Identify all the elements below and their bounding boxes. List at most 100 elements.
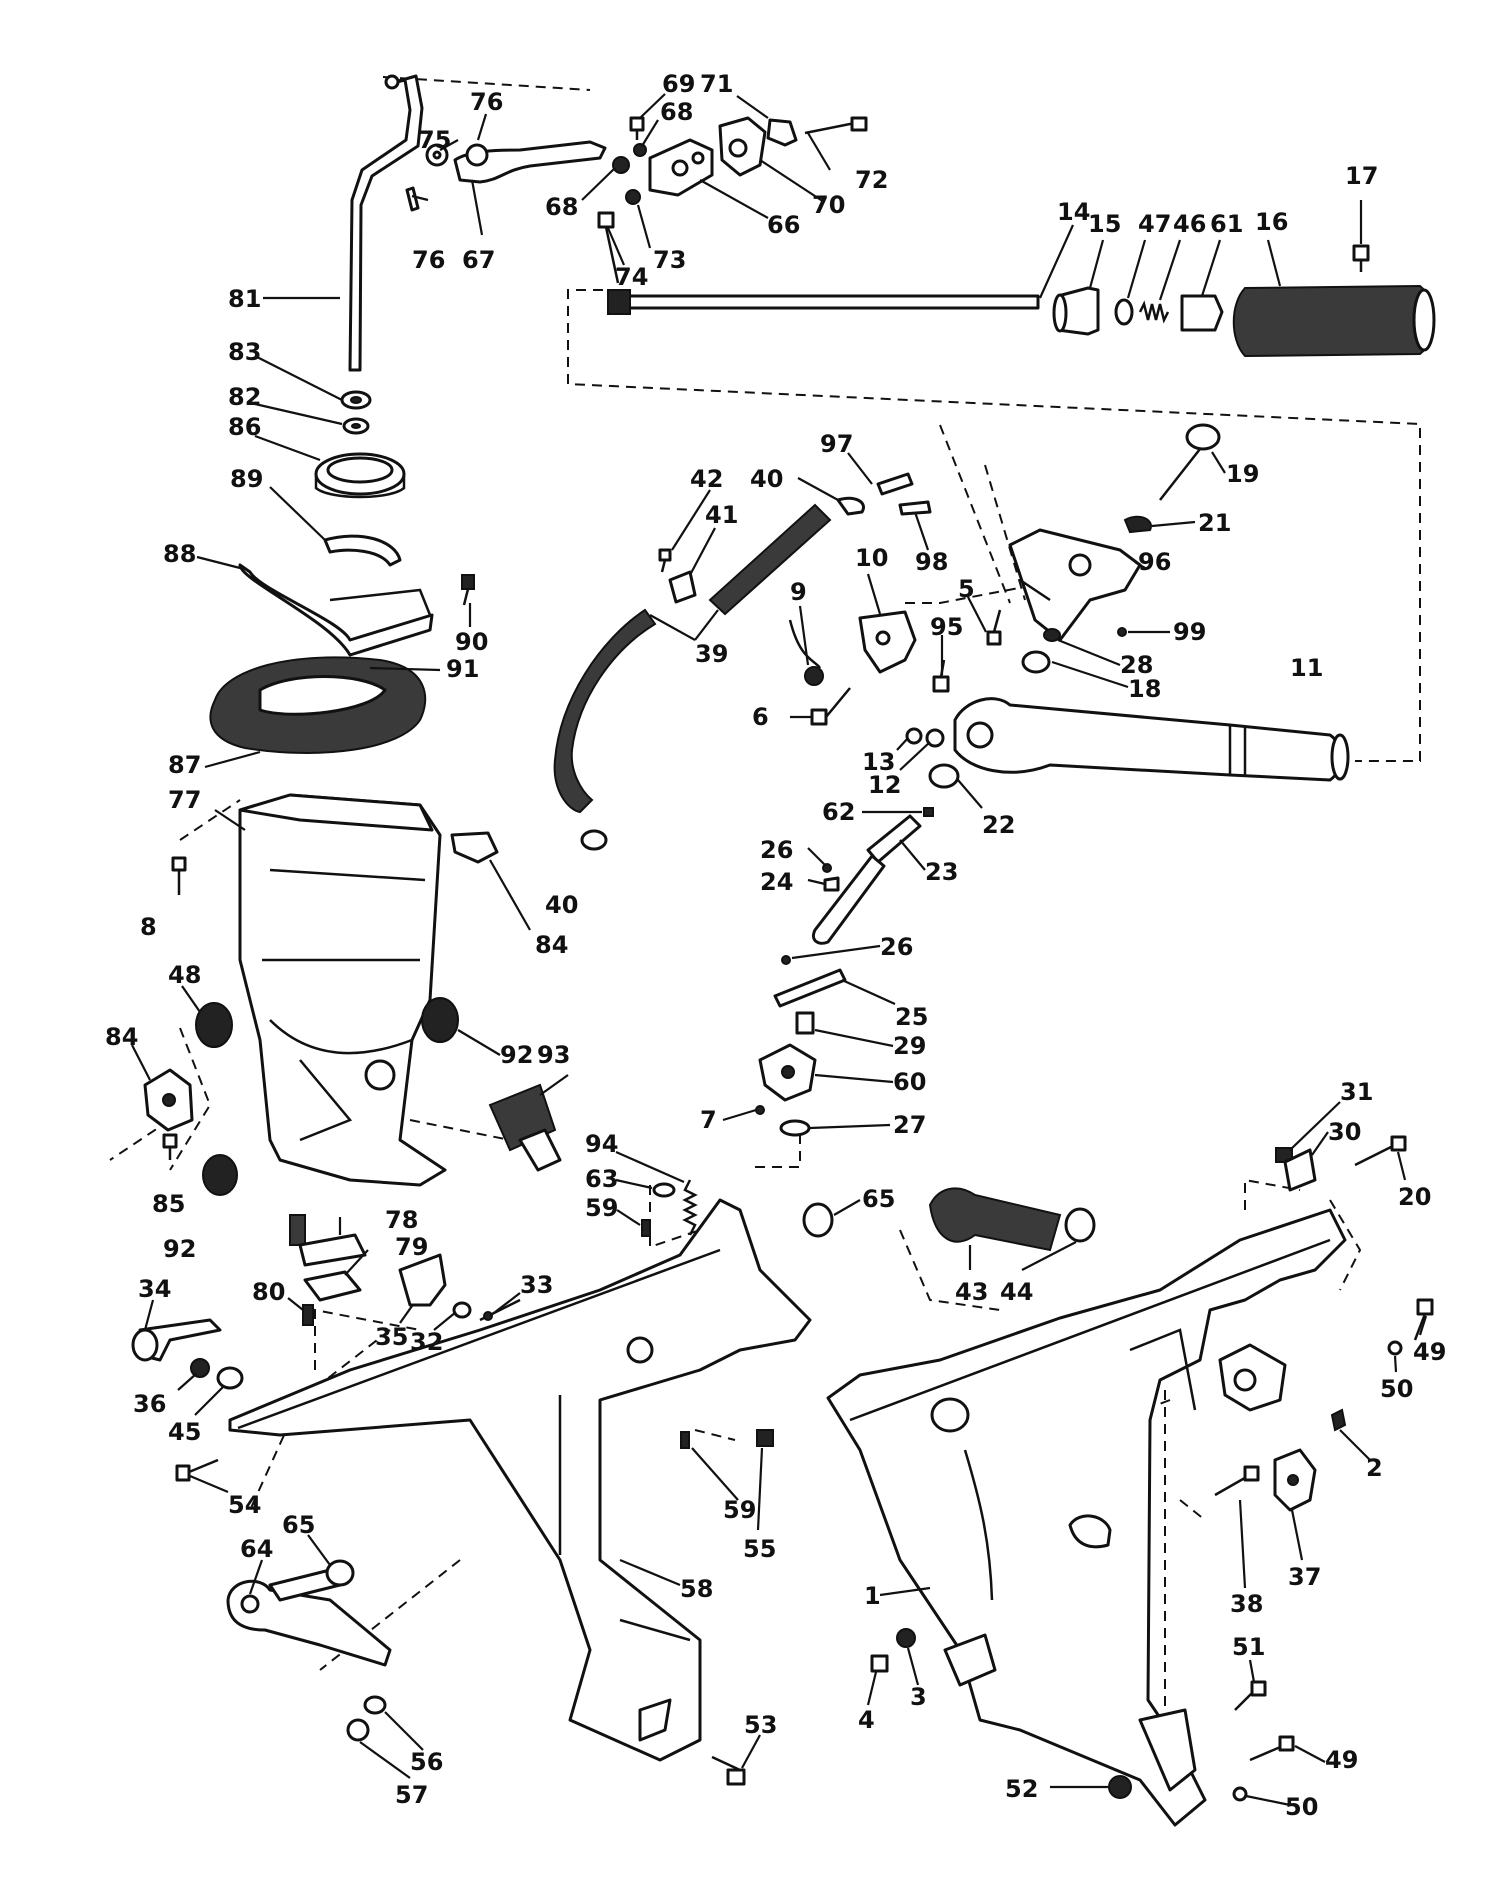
retainer-89 <box>323 534 402 567</box>
screw-80 <box>302 1304 314 1326</box>
callout-50-lower: 50 <box>1285 1793 1318 1821</box>
plate-84-upper <box>450 831 499 864</box>
callout-24: 24 <box>760 868 793 896</box>
callout-42: 42 <box>690 465 723 493</box>
callout-43: 43 <box>955 1278 988 1306</box>
callout-22: 22 <box>982 811 1015 839</box>
bracket-37 <box>1273 1448 1317 1512</box>
callout-68-upper: 68 <box>660 98 693 126</box>
callout-96: 96 <box>1138 548 1171 576</box>
callout-36: 36 <box>133 1390 166 1418</box>
spring-28 <box>1043 628 1061 642</box>
screw-85 <box>162 1133 178 1160</box>
callout-90: 90 <box>455 628 488 656</box>
callout-6: 6 <box>752 703 769 731</box>
callout-31: 31 <box>1340 1078 1373 1106</box>
link-25 <box>773 968 847 1008</box>
mount-92-upper <box>421 997 459 1043</box>
callout-25: 25 <box>895 1003 928 1031</box>
screw-42 <box>658 548 672 573</box>
screw-49-lower <box>1249 1735 1295 1762</box>
callout-12: 12 <box>868 771 901 799</box>
spring-46 <box>1138 300 1170 324</box>
washer-56 <box>363 1695 387 1715</box>
callout-85: 85 <box>152 1190 185 1218</box>
callout-71: 71 <box>700 70 733 98</box>
callout-labels: 1 2 3 4 5 6 7 8 9 10 11 12 13 14 15 16 1… <box>105 70 1446 1821</box>
bracket-84-lower <box>143 1068 194 1132</box>
callout-66: 66 <box>767 211 800 239</box>
callout-76-lower: 76 <box>412 246 445 274</box>
callout-98: 98 <box>915 548 948 576</box>
screw-72 <box>804 116 868 135</box>
callout-17: 17 <box>1345 162 1378 190</box>
screw-5 <box>986 609 1002 646</box>
nut-57 <box>346 1718 370 1742</box>
callout-10: 10 <box>855 544 888 572</box>
bracket-66 <box>648 138 714 197</box>
callout-9: 9 <box>790 578 807 606</box>
callout-14: 14 <box>1057 198 1090 226</box>
washer-32 <box>452 1301 472 1319</box>
screw-49-upper <box>1413 1298 1434 1341</box>
callout-46: 46 <box>1173 210 1206 238</box>
callout-19: 19 <box>1226 460 1259 488</box>
callout-97: 97 <box>820 430 853 458</box>
washer-50-upper <box>1387 1340 1403 1356</box>
fuel-hose <box>553 608 657 814</box>
strap-88 <box>238 563 434 657</box>
callout-79: 79 <box>395 1233 428 1261</box>
callout-40-upper: 40 <box>750 465 783 493</box>
screw-33 <box>479 1298 521 1322</box>
pin-98 <box>898 500 932 516</box>
callout-49-upper: 49 <box>1413 1338 1446 1366</box>
callout-84-lower: 84 <box>105 1023 138 1051</box>
plate-79 <box>303 1270 362 1302</box>
callout-38: 38 <box>1230 1590 1263 1618</box>
spring-94 <box>682 1179 698 1236</box>
shift-rod-81 <box>348 74 424 372</box>
callout-11: 11 <box>1290 654 1323 682</box>
tiller-arm-11 <box>953 697 1350 782</box>
screw-38 <box>1214 1465 1260 1497</box>
callout-1: 1 <box>864 1582 881 1610</box>
screw-69 <box>629 116 645 140</box>
callout-18: 18 <box>1128 675 1161 703</box>
cam-70 <box>718 116 767 177</box>
callout-54: 54 <box>228 1491 261 1519</box>
callout-84-upper: 84 <box>535 931 568 959</box>
callout-52: 52 <box>1005 1775 1038 1803</box>
callout-3: 3 <box>910 1683 927 1711</box>
callout-44: 44 <box>1000 1278 1033 1306</box>
callout-80: 80 <box>252 1278 285 1306</box>
lockwasher-68 <box>612 143 647 174</box>
clip-40-lower <box>580 829 608 851</box>
bushing-15 <box>1052 286 1100 336</box>
washer-12 <box>925 728 945 748</box>
callout-53: 53 <box>744 1711 777 1739</box>
washer-47 <box>1114 298 1134 326</box>
spring-39 <box>708 503 832 616</box>
callout-51: 51 <box>1232 1633 1265 1661</box>
callout-28: 28 <box>1120 651 1153 679</box>
hose-43 <box>928 1187 1062 1252</box>
throttle-shaft-14 <box>607 289 1040 315</box>
callout-49-lower: 49 <box>1325 1746 1358 1774</box>
callout-72: 72 <box>855 166 888 194</box>
callout-60: 60 <box>893 1068 926 1096</box>
callout-73: 73 <box>653 246 686 274</box>
gasket-87 <box>209 656 427 754</box>
throttle-cam-10 <box>858 610 917 674</box>
callout-26-upper: 26 <box>760 836 793 864</box>
pin-59-lower <box>680 1431 690 1449</box>
callout-20: 20 <box>1398 1183 1431 1211</box>
callout-39: 39 <box>695 640 728 668</box>
callout-8: 8 <box>140 913 157 941</box>
stern-bracket-left-58 <box>228 1198 812 1762</box>
clip-40-upper <box>836 496 865 516</box>
callout-87: 87 <box>168 751 201 779</box>
screw-29 <box>795 1011 815 1035</box>
knob-19 <box>1159 423 1221 501</box>
callout-89: 89 <box>230 465 263 493</box>
